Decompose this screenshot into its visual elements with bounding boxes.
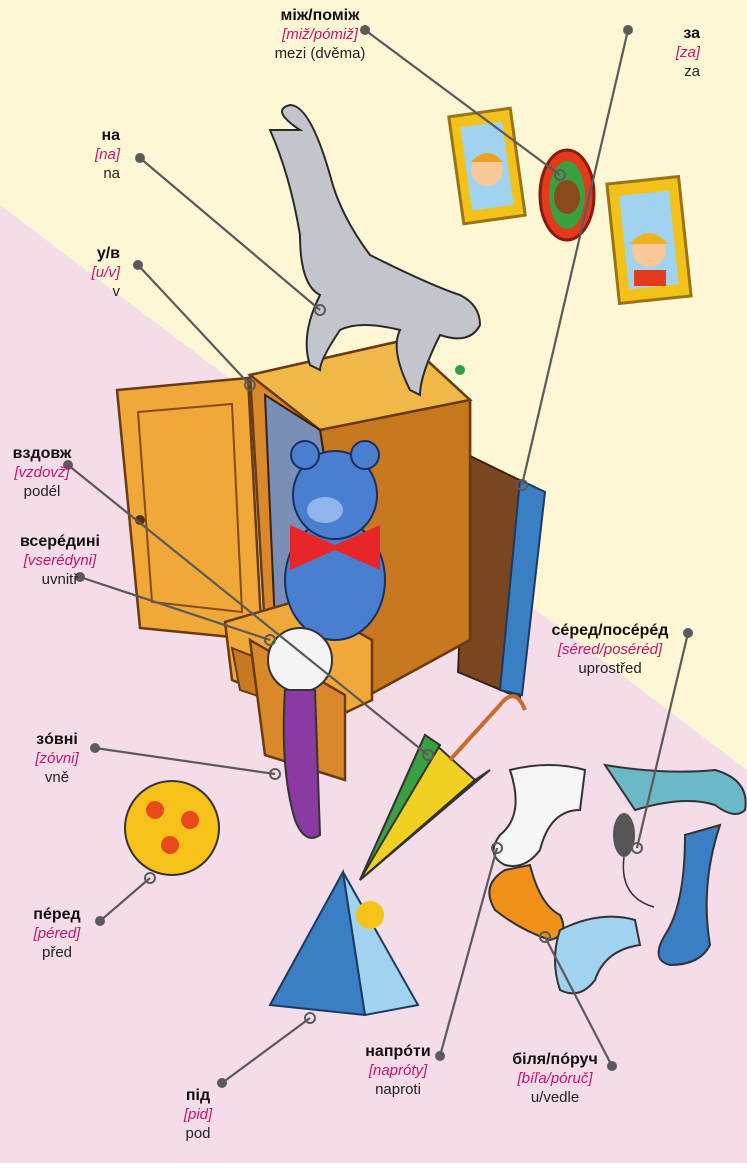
label-na-transliteration: [na] bbox=[60, 146, 120, 165]
label-za-transliteration: [za] bbox=[640, 44, 700, 63]
label-naproty-ukrainian: напрóти bbox=[358, 1042, 438, 1062]
label-na: на [na] na bbox=[60, 126, 120, 184]
label-pered-transliteration: [péred] bbox=[22, 925, 92, 944]
label-vseredyni-transliteration: [vserédyni] bbox=[2, 552, 118, 571]
label-sered-ukrainian: сéред/посéрéд bbox=[545, 621, 675, 641]
label-mizh-transliteration: [miž/pómiž] bbox=[240, 26, 400, 45]
label-vseredyni-ukrainian: всерéдині bbox=[2, 532, 118, 552]
label-sered-czech: uprostřed bbox=[545, 660, 675, 679]
label-zovni-ukrainian: зóвні bbox=[22, 730, 92, 750]
frame-boy bbox=[449, 108, 525, 224]
teddy-bear bbox=[285, 441, 385, 640]
label-mizh-ukrainian: між/поміж bbox=[240, 6, 400, 26]
label-pered: пéред [péred] před bbox=[22, 905, 92, 963]
label-bilia: біля/пóруч [bíľa/póruč] u/vedle bbox=[500, 1050, 610, 1108]
label-zovni-transliteration: [zóvni] bbox=[22, 750, 92, 769]
label-zovni-czech: vně bbox=[22, 769, 92, 788]
label-naproty-czech: naproti bbox=[358, 1081, 438, 1100]
label-pered-ukrainian: пéред bbox=[22, 905, 92, 925]
label-u-czech: v bbox=[60, 283, 120, 302]
label-pered-czech: před bbox=[22, 944, 92, 963]
label-bilia-ukrainian: біля/пóруч bbox=[500, 1050, 610, 1070]
label-pid: під [pid] pod bbox=[168, 1086, 228, 1144]
label-bilia-transliteration: [bíľa/póruč] bbox=[500, 1070, 610, 1089]
label-vzdovzh-transliteration: [vzdovž] bbox=[2, 464, 82, 483]
label-pid-ukrainian: під bbox=[168, 1086, 228, 1106]
label-na-czech: na bbox=[60, 165, 120, 184]
label-pid-transliteration: [pid] bbox=[168, 1106, 228, 1125]
label-sered-transliteration: [séred/poséréd] bbox=[545, 641, 675, 660]
label-mizh-czech: mezi (dvěma) bbox=[240, 45, 400, 64]
label-sered: сéред/посéрéд [séred/poséréd] uprostřed bbox=[545, 621, 675, 679]
label-pid-czech: pod bbox=[168, 1125, 228, 1144]
frame-dog bbox=[540, 150, 594, 240]
label-vseredyni-czech: uvnitř bbox=[2, 571, 118, 590]
label-za-czech: za bbox=[640, 63, 700, 82]
label-mizh: між/поміж [miž/pómiž] mezi (dvěma) bbox=[240, 6, 400, 64]
label-u-transliteration: [u/v] bbox=[60, 264, 120, 283]
label-u-ukrainian: у/в bbox=[60, 244, 120, 264]
label-vzdovzh-czech: podél bbox=[2, 483, 82, 502]
label-naproty-transliteration: [napróty] bbox=[358, 1062, 438, 1081]
ball-in-drawer bbox=[268, 628, 332, 692]
label-vseredyni: всерéдині [vserédyni] uvnitř bbox=[2, 532, 118, 590]
label-u: у/в [u/v] v bbox=[60, 244, 120, 302]
label-vzdovzh: вздовж [vzdovž] podél bbox=[2, 444, 82, 502]
frame-girl bbox=[607, 177, 691, 304]
label-zovni: зóвні [zóvni] vně bbox=[22, 730, 92, 788]
label-vzdovzh-ukrainian: вздовж bbox=[2, 444, 82, 464]
label-za: за [za] za bbox=[640, 24, 700, 82]
ball-front bbox=[125, 781, 219, 875]
label-bilia-czech: u/vedle bbox=[500, 1089, 610, 1108]
label-na-ukrainian: на bbox=[60, 126, 120, 146]
label-naproty: напрóти [napróty] naproti bbox=[358, 1042, 438, 1100]
label-za-ukrainian: за bbox=[640, 24, 700, 44]
